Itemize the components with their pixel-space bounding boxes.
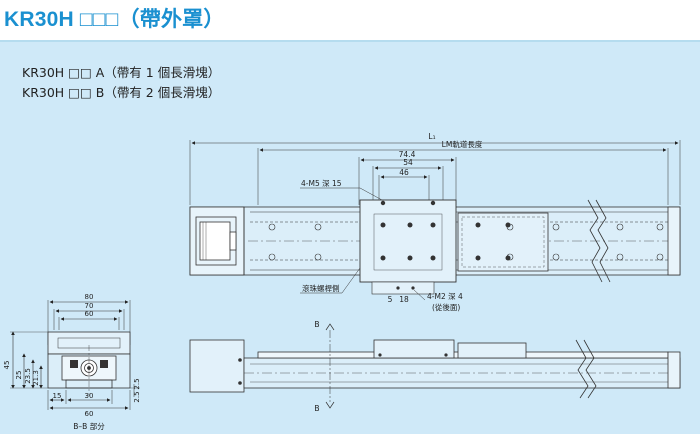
- header-rule: [0, 40, 700, 42]
- side-view-labels: B B: [314, 320, 319, 413]
- dim-70: 70: [85, 302, 94, 310]
- dim-80: 80: [85, 293, 94, 301]
- section-label: B–B 部分: [73, 421, 105, 431]
- label-ball-screw-side: 滾珠螺桿側: [302, 283, 340, 293]
- dim-2-5-b: 2.5: [133, 391, 141, 402]
- end-view: [10, 300, 140, 410]
- dim-30: 30: [85, 392, 94, 400]
- dim-60-bottom: 60: [85, 410, 94, 418]
- top-view-leaders: [300, 187, 426, 301]
- dim-18: 18: [399, 295, 409, 304]
- top-view-labels: L₁ LM軌道長度 74.4 54 46 4-M5 深 15 滾珠螺桿側 4-M…: [301, 132, 483, 312]
- section-mark-top: B: [314, 320, 319, 329]
- label-m5: 4-M5 深 15: [301, 179, 342, 188]
- slider-holes: [380, 200, 511, 290]
- header-bar: KR30H □□□（帶外罩）: [0, 0, 700, 40]
- dim-5: 5: [388, 295, 393, 304]
- dim-15: 15: [53, 392, 62, 400]
- dim-23-5: 23.5: [24, 368, 32, 384]
- label-m2: 4-M2 深 4: [427, 292, 463, 301]
- dim-45: 45: [3, 361, 11, 370]
- dim-lm: LM軌道長度: [442, 139, 483, 149]
- variant-b-label: KR30H □□ B（帶有 2 個長滑塊）: [22, 85, 221, 100]
- top-view: [189, 140, 681, 295]
- dim-21-3: 21.3: [32, 370, 40, 386]
- page-title: KR30H □□□（帶外罩）: [4, 8, 225, 31]
- section-mark-bottom: B: [314, 404, 319, 413]
- dim-46: 46: [399, 168, 409, 177]
- side-view: [189, 323, 681, 409]
- dim-l1: L₁: [428, 132, 435, 141]
- dim-60-top: 60: [85, 310, 94, 318]
- dim-2-5-a: 2.5: [133, 378, 141, 389]
- variant-a-label: KR30H □□ A（帶有 1 個長滑塊）: [22, 65, 221, 80]
- dim-74-4: 74.4: [399, 150, 416, 159]
- side-view-bolts: [238, 353, 448, 385]
- dim-25: 25: [15, 371, 23, 380]
- dim-54: 54: [403, 158, 413, 167]
- label-m2-note: (從後面): [432, 302, 460, 312]
- end-view-labels: 80 70 60 45 25 23.5 21.3 2.5 2.5 15 30 6…: [3, 293, 141, 431]
